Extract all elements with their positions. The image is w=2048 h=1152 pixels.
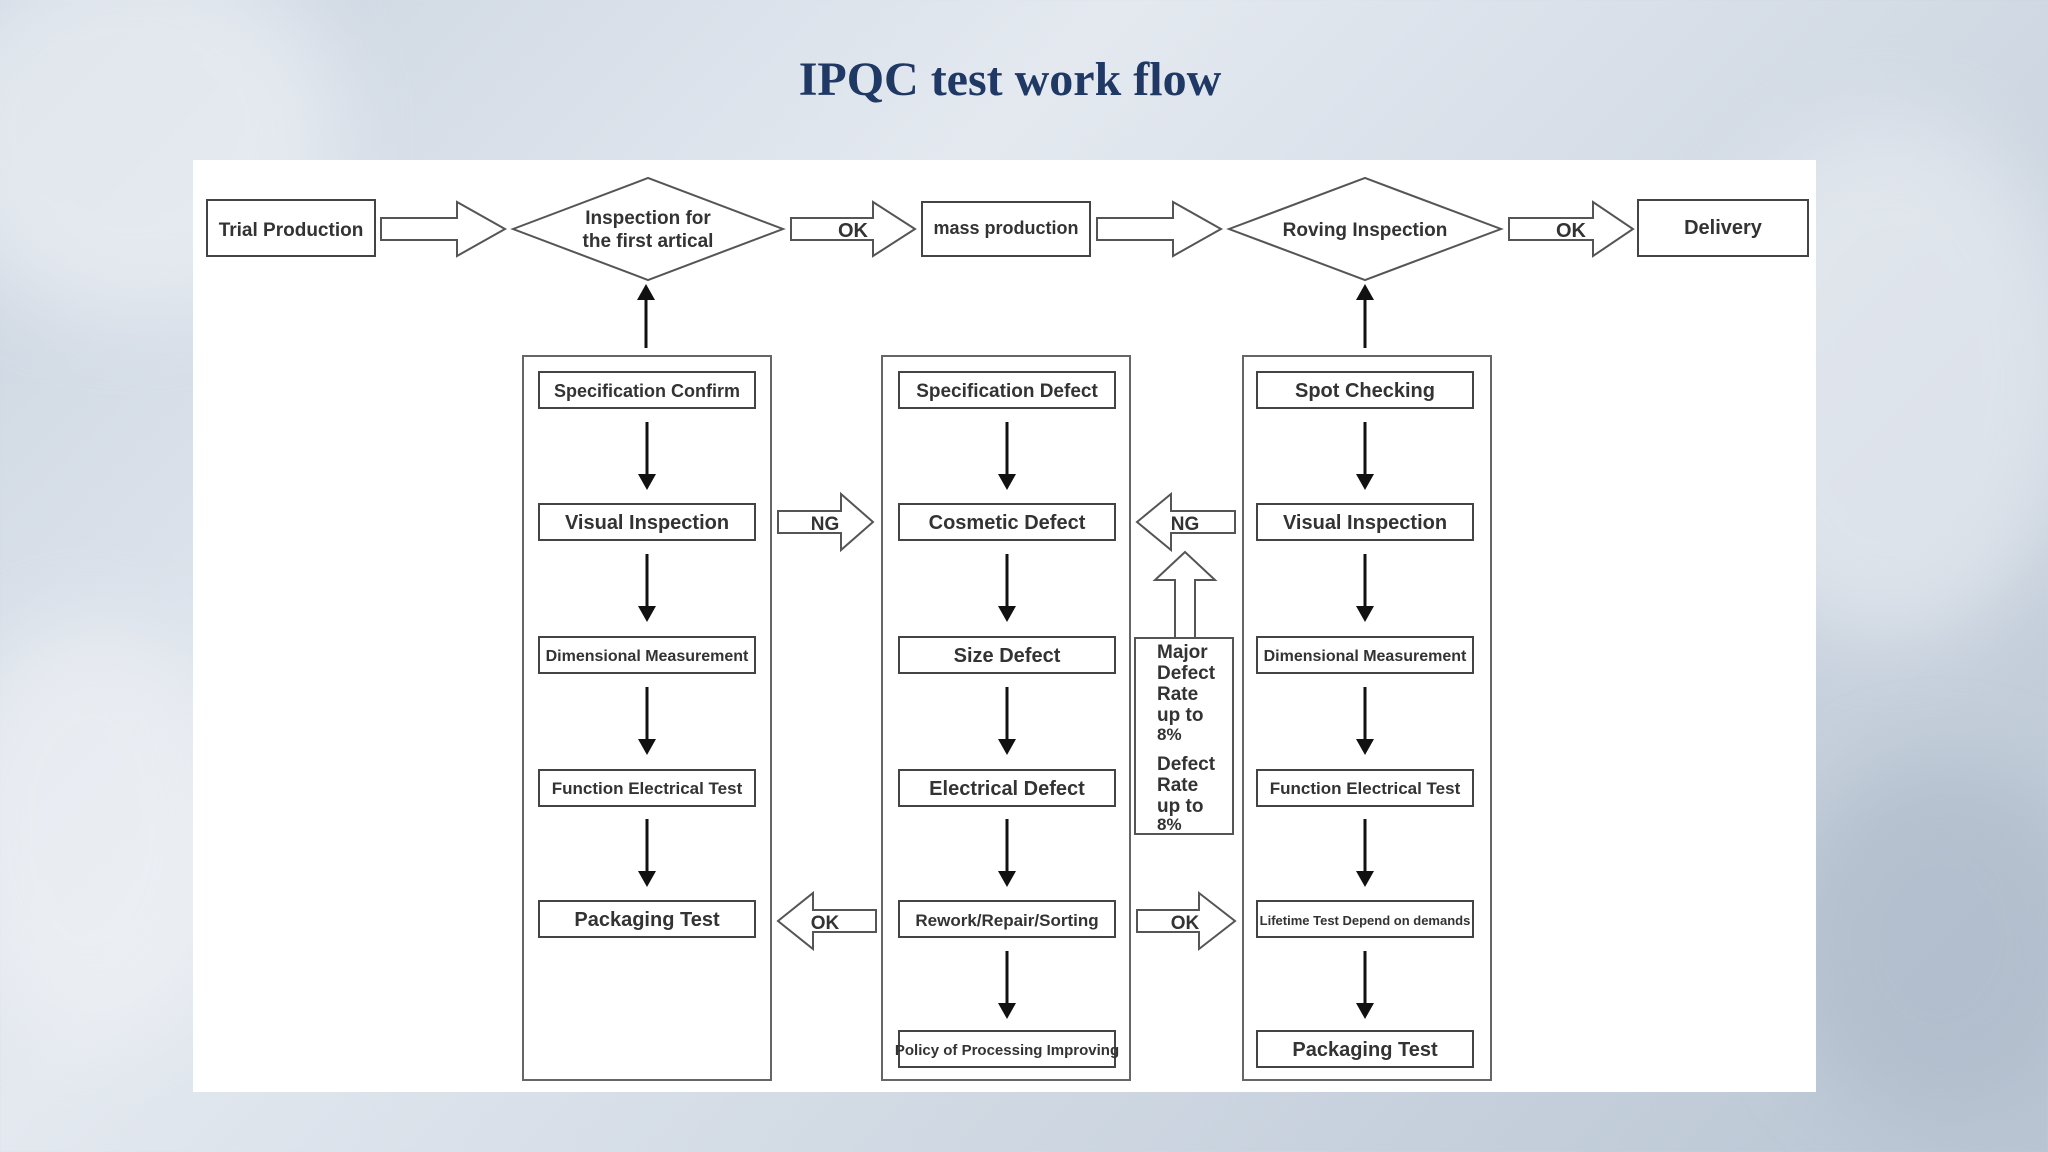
left-item-specification-confirm: Specification Confirm — [554, 381, 740, 401]
right-item-packaging-test: Packaging Test — [1292, 1039, 1438, 1061]
ng-arrow-left-to-middle — [777, 491, 875, 553]
right-item-function-electrical-test: Function Electrical Test — [1270, 779, 1461, 798]
right-item-spot-checking: Spot Checking — [1295, 380, 1435, 402]
note-defect-line-3: up to — [1157, 796, 1203, 817]
right-down-arrows — [1356, 422, 1374, 1019]
first-inspection-line-2: the first artical — [583, 231, 714, 252]
left-item-dimensional-measurement: Dimensional Measurement — [546, 648, 749, 665]
note-major-line-5: 8% — [1157, 725, 1182, 744]
ok-arrow-back-to-left — [776, 890, 877, 952]
left-column: Specification Confirm Visual Inspection … — [538, 371, 756, 938]
ng-arrow-right-to-middle — [1135, 491, 1236, 553]
roving-inspection-label: Roving Inspection — [1283, 220, 1448, 241]
ok-label-2: OK — [1556, 220, 1587, 242]
roving-inspection-diamond: Roving Inspection — [1226, 176, 1504, 282]
note-defect-line-2: Rate — [1157, 775, 1198, 796]
middle-item-policy-improving: Policy of Processing Improving — [895, 1042, 1119, 1059]
left-item-visual-inspection: Visual Inspection — [565, 512, 729, 534]
page-title: IPQC test work flow — [798, 53, 1222, 106]
note-major-line-3: Rate — [1157, 684, 1198, 705]
left-item-function-electrical-test: Function Electrical Test — [552, 779, 743, 798]
ng-label-right: NG — [1171, 514, 1200, 535]
middle-item-size-defect: Size Defect — [954, 645, 1061, 667]
ng-label-left: NG — [811, 514, 840, 535]
left-down-arrows — [638, 422, 656, 887]
up-arrow-right — [1356, 284, 1374, 348]
note-major-line-1: Major — [1157, 642, 1208, 663]
flowchart-panel: Trial Production Inspection for the firs… — [193, 160, 1816, 1092]
right-item-lifetime-test: Lifetime Test Depend on demands — [1260, 913, 1471, 928]
up-arrow-left — [637, 284, 655, 348]
note-defect-line-1: Defect — [1157, 754, 1216, 775]
middle-item-electrical-defect: Electrical Defect — [929, 778, 1085, 800]
right-item-dimensional-measurement: Dimensional Measurement — [1264, 648, 1467, 665]
first-inspection-line-1: Inspection for — [585, 208, 711, 229]
note-major-line-2: Defect — [1157, 663, 1216, 684]
ok-label-forward-right: OK — [1171, 913, 1200, 934]
mass-production-label: mass production — [933, 218, 1078, 238]
ok-label-1: OK — [838, 220, 869, 242]
left-column-frame — [522, 355, 772, 1081]
defect-rate-note: Major Defect Rate up to 8% Defect Rate u… — [1134, 637, 1234, 835]
ok-arrow-1 — [790, 200, 917, 258]
delivery-box: Delivery — [1637, 199, 1809, 257]
right-column: Spot Checking Visual Inspection Dimensio… — [1256, 371, 1474, 1068]
left-item-packaging-test: Packaging Test — [574, 909, 720, 931]
arrow-right-2 — [1096, 200, 1224, 258]
ipqc-flowchart: Trial Production Inspection for the firs… — [206, 176, 1809, 1081]
mass-production-box: mass production — [921, 201, 1091, 257]
ok-label-back-left: OK — [811, 913, 840, 934]
ok-arrow-2 — [1508, 200, 1635, 258]
note-defect-line-4: 8% — [1157, 815, 1182, 834]
right-item-visual-inspection: Visual Inspection — [1283, 512, 1447, 534]
ok-arrow-forward-to-right — [1136, 890, 1237, 952]
middle-item-specification-defect: Specification Defect — [916, 381, 1098, 402]
first-inspection-diamond: Inspection for the first artical — [510, 176, 786, 282]
up-block-arrow-defect — [1152, 550, 1218, 639]
background-blur — [1780, 760, 2048, 1120]
right-column-frame — [1242, 355, 1492, 1081]
trial-production-label: Trial Production — [219, 220, 364, 241]
delivery-label: Delivery — [1684, 217, 1763, 239]
trial-production-box: Trial Production — [206, 199, 376, 257]
note-major-line-4: up to — [1157, 705, 1203, 726]
middle-column-frame — [881, 355, 1131, 1081]
middle-item-cosmetic-defect: Cosmetic Defect — [929, 512, 1086, 534]
arrow-right-1 — [380, 200, 508, 258]
middle-column: Specification Defect Cosmetic Defect Siz… — [895, 371, 1119, 1068]
middle-item-rework-repair-sorting: Rework/Repair/Sorting — [915, 911, 1098, 930]
middle-down-arrows — [998, 422, 1016, 1019]
